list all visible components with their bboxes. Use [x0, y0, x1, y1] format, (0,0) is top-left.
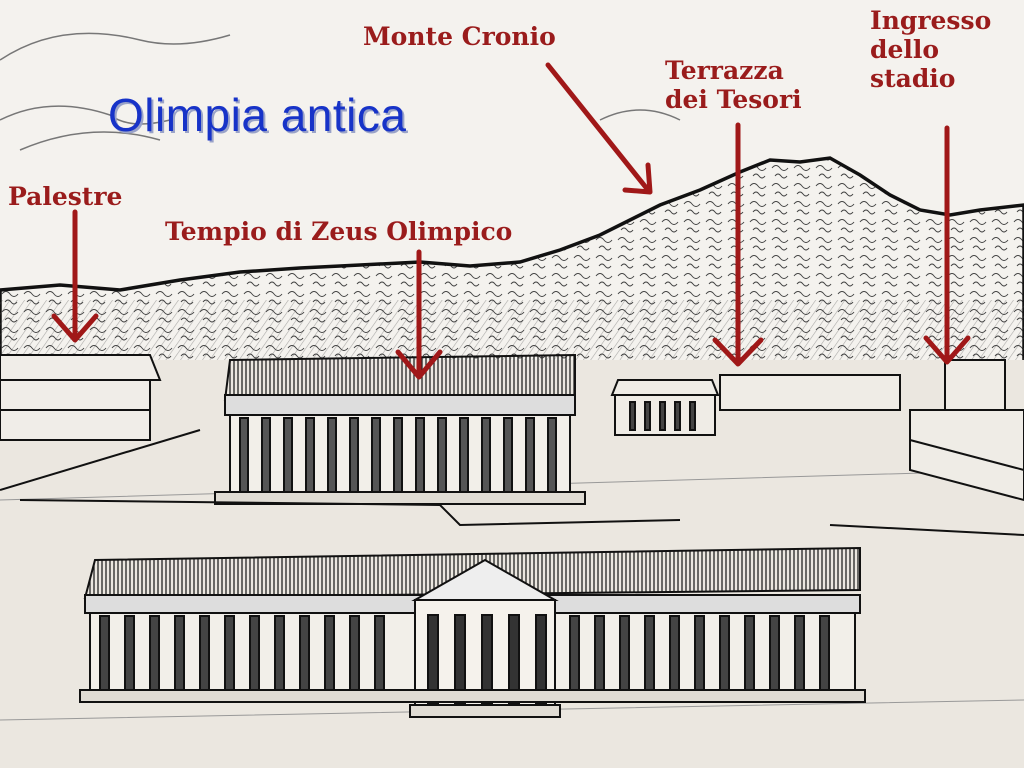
arrow-terrazza — [712, 122, 764, 367]
label-palestre: Palestre — [8, 182, 122, 211]
label-terrazza-dei-tesori: Terrazza dei Tesori — [665, 56, 802, 114]
page-title: Olimpia antica — [108, 89, 407, 141]
label-ingresso-line1: Ingresso — [870, 6, 992, 35]
walls — [0, 429, 1024, 536]
ingresso-stadio — [909, 359, 1024, 502]
foreground-temple — [79, 546, 866, 718]
foreground-columns — [99, 615, 830, 691]
label-ingresso-line3: stadio — [870, 64, 956, 93]
label-ingresso-line2: dello — [870, 35, 940, 64]
tempio-columns — [239, 417, 557, 493]
tempio-di-zeus — [214, 353, 586, 505]
palestre-building — [0, 354, 162, 441]
label-ingresso-dello-stadio: Ingresso dello stadio — [870, 6, 991, 93]
arrow-ingresso — [923, 125, 971, 365]
label-monte-cronio: Monte Cronio — [363, 22, 556, 51]
arrows — [51, 62, 971, 380]
label-tempio-text: Tempio di Zeus Olimpico — [165, 217, 513, 246]
arrow-monte-cronio — [545, 62, 653, 195]
label-monte-cronio-text: Monte Cronio — [363, 22, 556, 51]
terrazza-dei-tesori — [610, 374, 901, 436]
arrow-palestre — [51, 209, 99, 343]
label-terrazza-line1: Terrazza — [665, 56, 784, 85]
label-palestre-text: Palestre — [8, 182, 123, 211]
arrow-tempio — [395, 249, 443, 380]
label-terrazza-line2: dei Tesori — [665, 85, 802, 114]
sky-clouds — [0, 32, 681, 151]
label-tempio-di-zeus: Tempio di Zeus Olimpico — [165, 217, 512, 246]
